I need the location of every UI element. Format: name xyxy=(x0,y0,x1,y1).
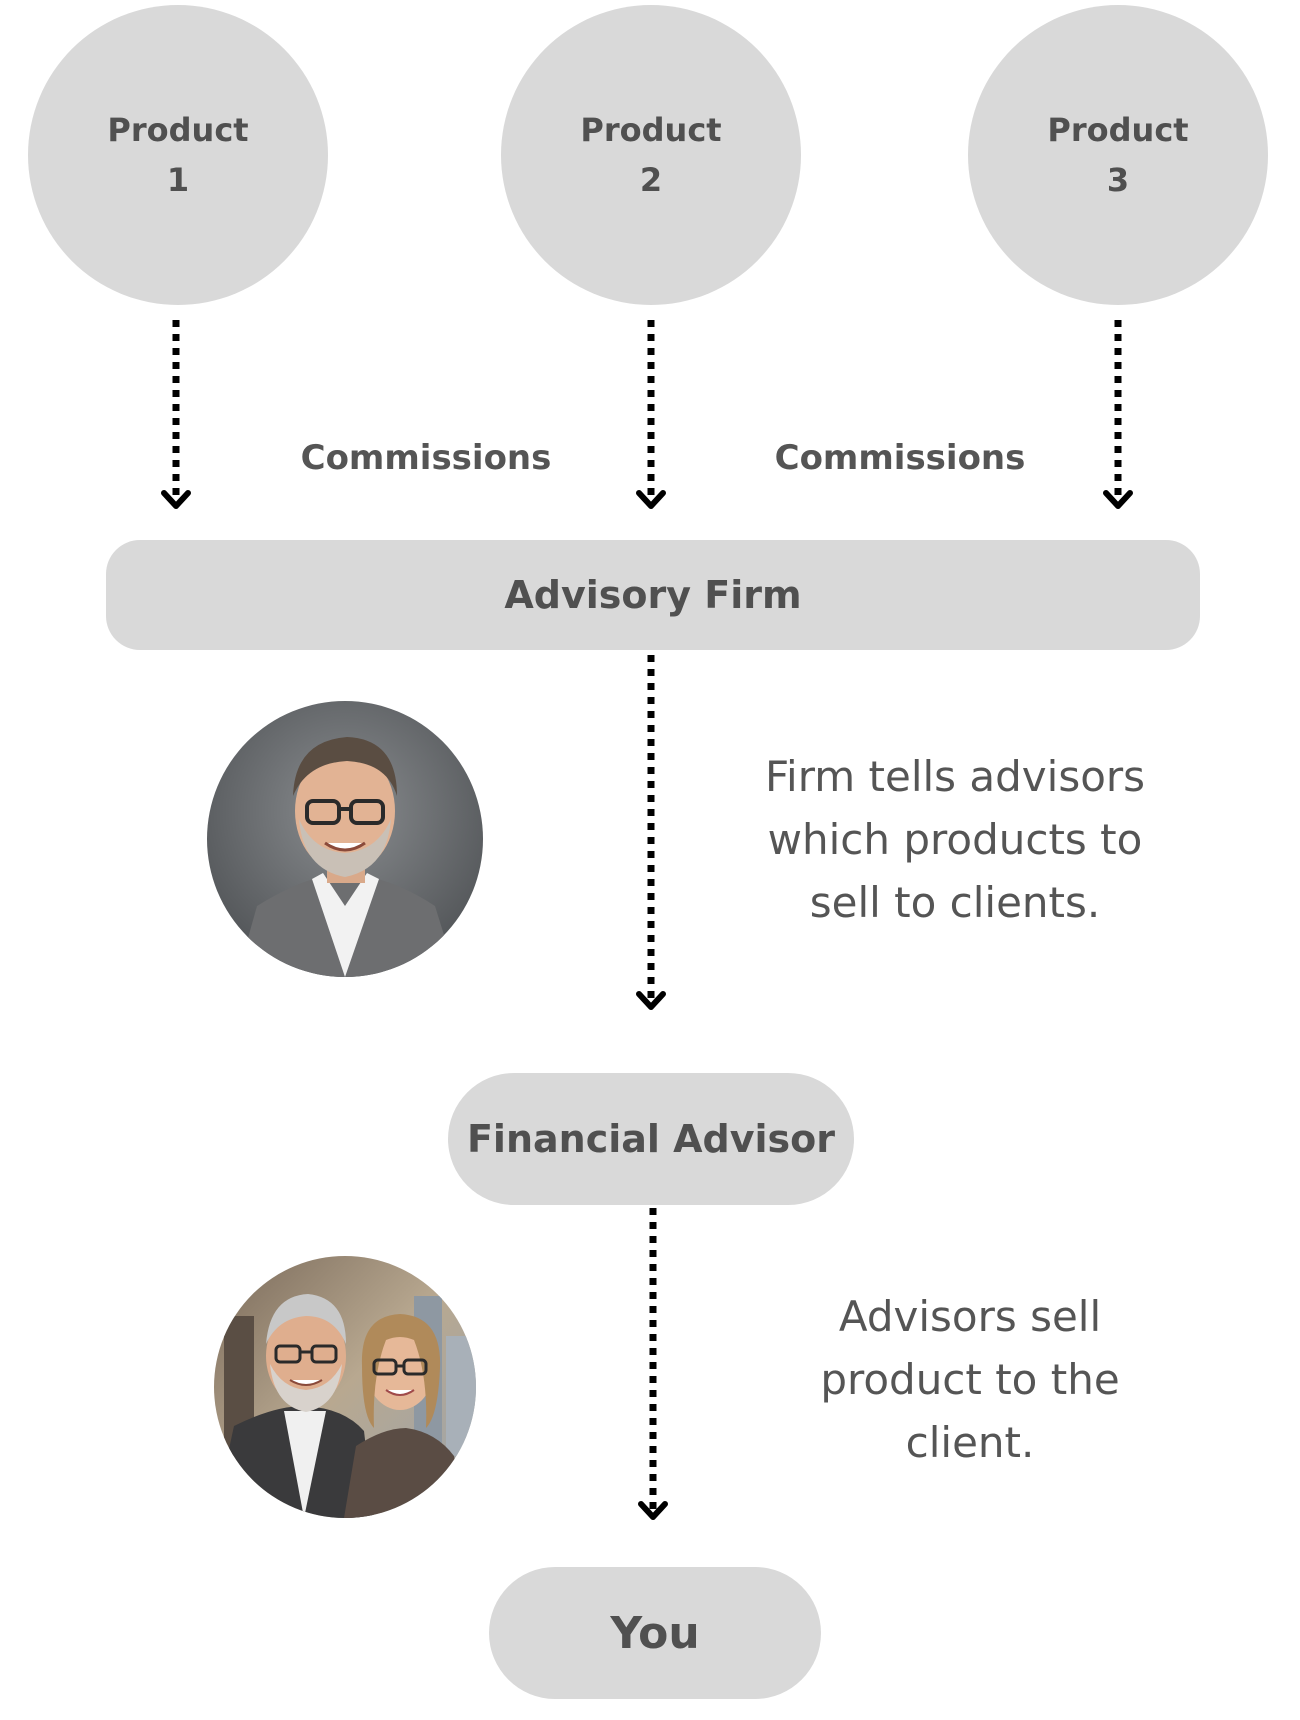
product-2-number: 2 xyxy=(639,161,663,199)
you-node: You xyxy=(489,1567,821,1699)
client-photo xyxy=(214,1256,476,1518)
firm-desc-line-2: which products to xyxy=(767,815,1143,864)
product-1-label: Product xyxy=(107,111,249,149)
arrow-firm-to-advisor xyxy=(636,655,666,1010)
arrow-advisor-to-you xyxy=(638,1208,668,1520)
financial-advisor-node: Financial Advisor xyxy=(448,1073,854,1205)
firm-to-advisor-description: Firm tells advisors which products to se… xyxy=(720,745,1190,934)
advisor-desc-line-1: Advisors sell xyxy=(838,1292,1102,1341)
product-2-label: Product xyxy=(580,111,722,149)
product-3-node: Product 3 xyxy=(968,5,1268,305)
advisor-desc-line-2: product to the xyxy=(820,1355,1120,1404)
advisory-firm-node: Advisory Firm xyxy=(106,540,1200,650)
advisor-photo xyxy=(207,701,483,977)
advisor-to-client-description: Advisors sell product to the client. xyxy=(735,1285,1205,1474)
arrow-product2-to-firm xyxy=(636,320,666,509)
product-1-number: 1 xyxy=(166,161,190,199)
product-3-label: Product xyxy=(1047,111,1189,149)
commissions-label-right: Commissions xyxy=(774,438,1026,478)
advisor-desc-line-3: client. xyxy=(905,1418,1035,1467)
commissions-label-left: Commissions xyxy=(300,438,552,478)
product-3-number: 3 xyxy=(1106,161,1130,199)
arrow-product1-to-firm xyxy=(161,320,191,509)
product-1-node: Product 1 xyxy=(28,5,328,305)
firm-desc-line-3: sell to clients. xyxy=(809,878,1101,927)
product-2-node: Product 2 xyxy=(501,5,801,305)
arrow-product3-to-firm xyxy=(1103,320,1133,509)
firm-desc-line-1: Firm tells advisors xyxy=(764,752,1146,801)
